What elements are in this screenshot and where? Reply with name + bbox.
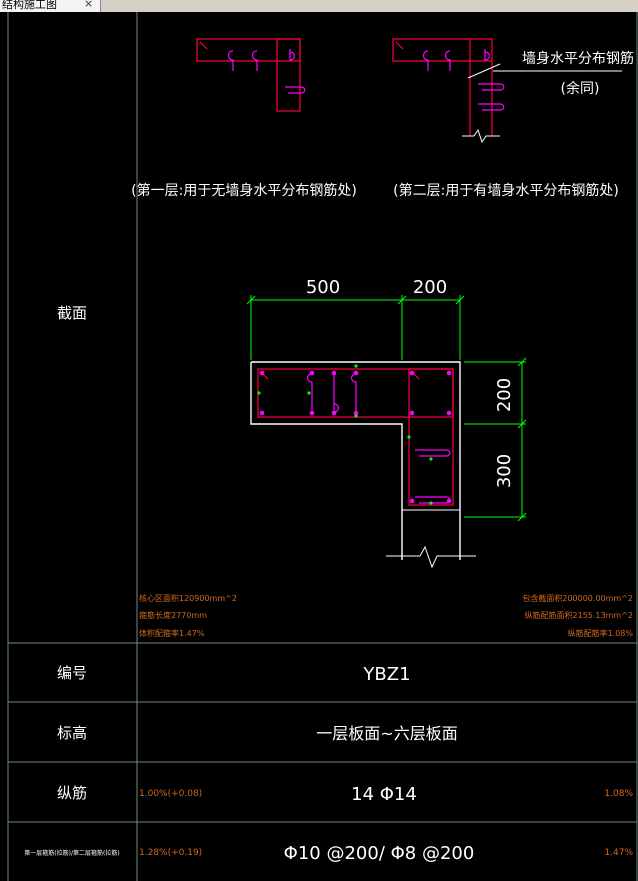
longitudinal-right-note: 1.08%: [604, 789, 633, 799]
stirrup-left-note: 1.28%(+0.19): [139, 848, 202, 858]
dim-top-left: 500: [306, 277, 340, 298]
section-label: 截面: [57, 304, 87, 322]
detail-first-layer: (第一层:用于无墙身水平分布钢筋处): [131, 38, 357, 199]
column-section: 500 200 200 300: [246, 277, 527, 569]
detail-second-caption: (第二层:用于有墙身水平分布钢筋处): [393, 182, 619, 199]
note-rebar-area: 纵筋配筋面积2155.13mm^2: [525, 610, 633, 620]
longitudinal-value: 14 Φ14: [351, 784, 417, 805]
table-grid: [7, 12, 638, 881]
id-label: 编号: [57, 664, 87, 682]
cad-drawing: (第一层:用于无墙身水平分布钢筋处) 墙身水平分布钢筋 (余同) (第二层:用于…: [7, 12, 638, 881]
dim-top-right: 200: [413, 277, 447, 298]
id-value: YBZ1: [362, 664, 410, 685]
document-tab-bar: 结构施工图 ×: [0, 0, 638, 12]
note-section-area: 包含截面积200000.00mm^2: [522, 593, 633, 603]
stirrup-label: 第一层箍筋(拉筋)/第二层箍筋(拉筋): [24, 849, 119, 857]
stirrup-value: Φ10 @200/ Φ8 @200: [284, 843, 475, 864]
document-tab[interactable]: 结构施工图 ×: [0, 0, 101, 12]
longitudinal-label: 纵筋: [57, 784, 87, 802]
detail-second-layer: 墙身水平分布钢筋 (余同) (第二层:用于有墙身水平分布钢筋处): [392, 38, 634, 199]
wall-rebar-note-same: (余同): [561, 80, 600, 97]
dim-right-upper: 200: [494, 378, 515, 412]
wall-rebar-note: 墙身水平分布钢筋: [522, 50, 634, 67]
note-rebar-ratio: 纵筋配筋率1.08%: [568, 628, 634, 638]
close-icon[interactable]: ×: [84, 0, 94, 10]
document-tab-title: 结构施工图: [2, 0, 57, 11]
elevation-label: 标高: [57, 724, 87, 742]
note-stirrup-length: 箍筋长度2770mm: [139, 610, 207, 620]
stirrup-right-note: 1.47%: [604, 848, 633, 858]
note-volume-ratio: 体积配箍率1.47%: [139, 628, 205, 638]
dim-right-lower: 300: [494, 454, 515, 488]
detail-first-caption: (第一层:用于无墙身水平分布钢筋处): [131, 182, 357, 199]
note-core-area: 核心区面积120900mm^2: [139, 593, 237, 603]
longitudinal-left-note: 1.00%(+0.08): [139, 789, 202, 799]
elevation-value: 一层板面~六层板面: [316, 724, 457, 743]
